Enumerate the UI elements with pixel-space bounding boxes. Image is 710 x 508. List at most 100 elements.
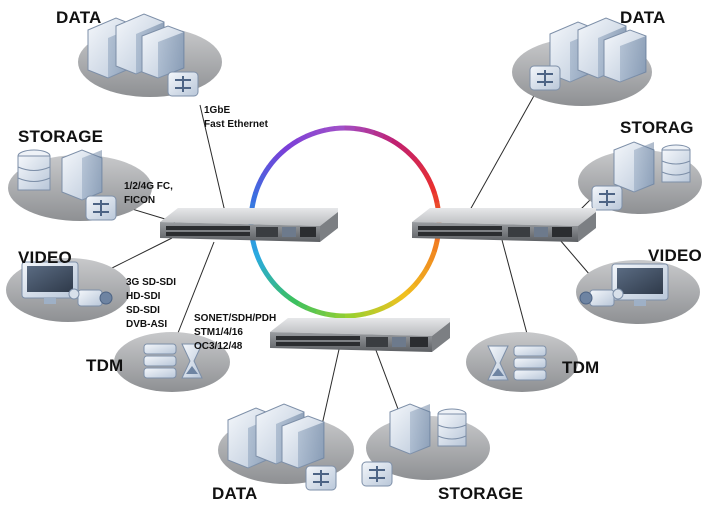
ring-segment: [382, 300, 394, 311]
ring-segment: [344, 125, 356, 131]
link-tl-video: [107, 237, 173, 271]
link-tr-data: [469, 84, 541, 211]
ring-segment: [273, 283, 285, 295]
ring-segment: [344, 312, 356, 319]
ring-segment: [418, 164, 429, 177]
ring-segment: [424, 258, 434, 271]
label-tr-storage: STORAG: [620, 118, 694, 137]
interface-line: STM1/4/16: [194, 327, 243, 338]
ring-segment: [261, 267, 272, 280]
ring-segment: [390, 138, 402, 148]
ring-segment: [287, 138, 300, 149]
link-tr-tdm: [501, 239, 531, 346]
interface-line: FICON: [124, 195, 156, 206]
ring-segment: [423, 173, 434, 185]
site-b-data: [218, 403, 354, 491]
multiplexer-right: [412, 208, 596, 242]
ring-segment: [253, 182, 262, 195]
multiplexer-left: [160, 208, 338, 242]
sfp-port-row: [418, 226, 572, 237]
switch-icon: [529, 65, 561, 91]
hourglass-icon: [181, 343, 203, 379]
ring-segment: [272, 150, 284, 162]
multiplexer-bottom: [270, 318, 450, 352]
link-tl-tdm: [175, 241, 215, 339]
switch-icon: [361, 461, 393, 487]
ring-segment: [266, 157, 278, 169]
ring-segment: [261, 165, 271, 177]
ring-segment: [432, 240, 440, 252]
interface-line: SONET/SDH/PDH: [194, 313, 277, 324]
link-tr-video: [559, 239, 591, 276]
camera-icon: [579, 288, 624, 307]
ring-segment: [250, 240, 259, 253]
interface-line: OC3/12/48: [194, 341, 243, 352]
server-cluster-icon: [87, 13, 185, 79]
interface-line: DVB-ASI: [126, 319, 168, 330]
ring-segment: [354, 125, 366, 133]
interface-fibre-channel: 1/2/4G FC, FICON: [124, 180, 173, 208]
interface-line: 1GbE: [204, 105, 231, 116]
ring-segment: [334, 125, 346, 132]
site-tl-tdm: [114, 332, 230, 392]
ring-segment: [314, 127, 327, 136]
label-tl-storage: STORAGE: [18, 127, 104, 146]
interface-ethernet: 1GbE Fast Ethernet: [204, 104, 268, 132]
server-cluster-icon: [549, 17, 647, 83]
monitor-icon: [21, 261, 79, 304]
ring-segment: [390, 295, 403, 306]
ring-segment: [405, 149, 417, 161]
label-tl-data: DATA: [56, 8, 102, 27]
ring-segment: [280, 143, 292, 155]
ring-segment: [428, 182, 437, 194]
multiplexer-chassis-icon: [513, 345, 547, 381]
label-tr-tdm: TDM: [562, 358, 600, 377]
ring-segment: [419, 267, 429, 279]
label-tl-video: VIDEO: [18, 248, 72, 267]
label-tr-data: DATA: [620, 8, 666, 27]
site-tl-video: [6, 258, 130, 322]
site-tl-storage: [8, 149, 152, 221]
ring-segment: [398, 289, 410, 301]
ring-segment: [296, 301, 309, 311]
ring-segment: [373, 305, 385, 314]
ring-segment: [280, 289, 292, 301]
hourglass-icon: [487, 345, 509, 381]
storage-array-icon: [613, 141, 691, 193]
interface-sonet: SONET/SDH/PDH STM1/4/16 OC3/12/48: [194, 312, 276, 354]
ring-segment: [363, 127, 375, 135]
ring-segment: [431, 191, 440, 204]
ring-segment: [315, 309, 327, 317]
switch-icon: [305, 465, 337, 491]
ring-segment: [398, 143, 410, 155]
ring-segment: [256, 173, 266, 186]
storage-array-icon: [389, 403, 467, 455]
ring-segment: [324, 126, 336, 133]
camera-icon: [68, 288, 113, 307]
interface-line: SD-SDI: [126, 305, 160, 316]
interface-line: 3G SD-SDI: [126, 277, 177, 288]
ring-segment: [363, 308, 376, 317]
ring-segment: [324, 311, 336, 319]
label-tl-tdm: TDM: [86, 356, 124, 375]
link-b-data: [321, 344, 341, 426]
interface-line: HD-SDI: [126, 291, 161, 302]
ring-segment: [266, 275, 278, 287]
label-b-storage: STORAGE: [438, 484, 524, 503]
ring-segment: [250, 192, 258, 204]
monitor-icon: [611, 263, 669, 306]
ring-segment: [305, 130, 317, 139]
ring-segment: [305, 305, 318, 314]
site-b-storage: [361, 403, 490, 487]
ring-segment: [372, 130, 385, 139]
site-tr-tdm: [466, 332, 578, 392]
ring-segment: [334, 313, 346, 319]
ring-segment: [381, 133, 394, 143]
site-tl-data: [78, 13, 222, 97]
ring-segment: [256, 259, 267, 271]
ring-segment: [354, 311, 366, 318]
multiplexer-chassis-icon: [143, 343, 177, 379]
sfp-port-row: [276, 336, 428, 347]
